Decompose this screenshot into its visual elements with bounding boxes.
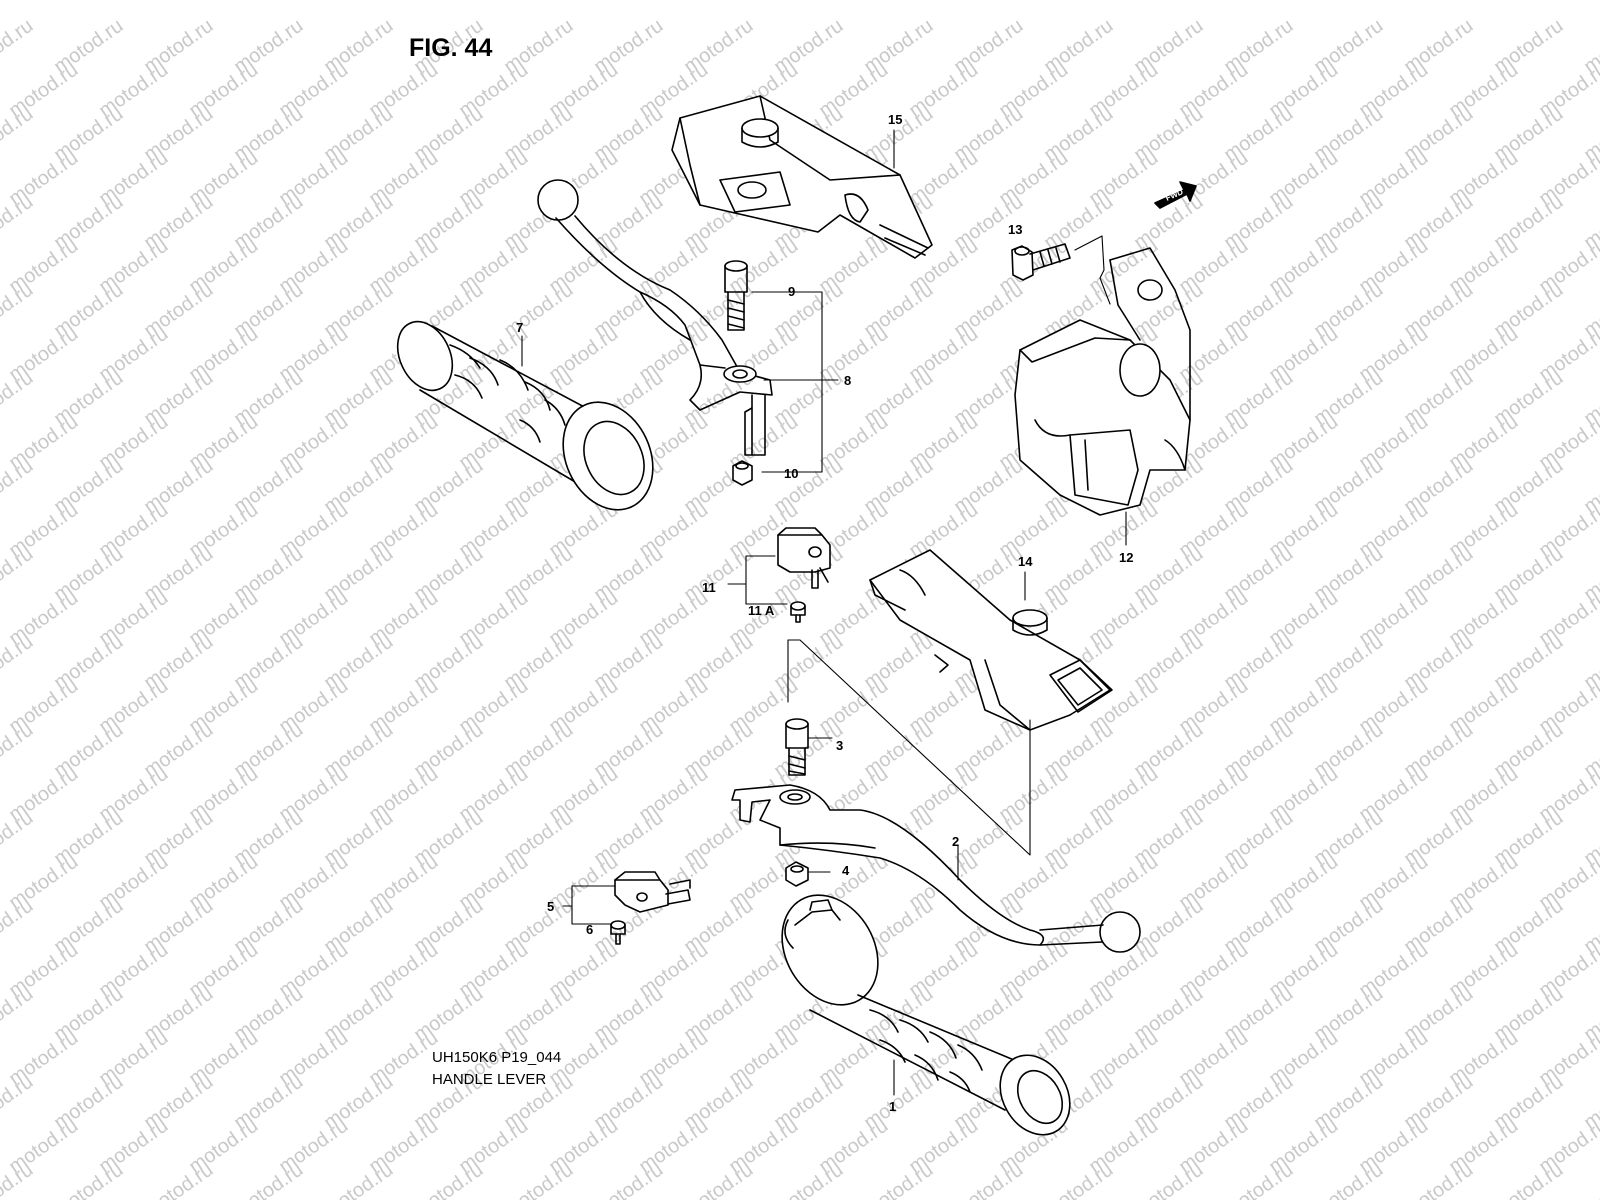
callout-7: 7: [516, 320, 523, 335]
part-3-pivot-bolt: [785, 718, 809, 776]
leader-lines: [521, 129, 1127, 1096]
diagram-name: HANDLE LEVER: [432, 1071, 547, 1088]
part-11a-screw: [790, 601, 806, 623]
diagram-code: UH150K6 P19_044: [432, 1049, 562, 1066]
callout-11: 11: [702, 580, 716, 595]
callout-5: 5: [547, 899, 554, 914]
part-6-screw: [610, 920, 626, 945]
part-11-switch: [777, 527, 831, 589]
part-14-bracket: [869, 549, 1113, 731]
part-8-lever: [537, 179, 773, 456]
callout-8: 8: [844, 373, 851, 388]
callout-2: 2: [952, 834, 959, 849]
part-15-bracket: [671, 95, 933, 259]
callout-10: 10: [784, 466, 798, 481]
callout-14: 14: [1018, 554, 1033, 569]
callout-15: 15: [888, 112, 902, 127]
callout-labels: 15 9 8 10 7 12 13 14 11 11 A 3 4 2 5 6 1: [516, 112, 1133, 1114]
part-13-bolt: [1011, 243, 1071, 281]
callout-12: 12: [1119, 550, 1133, 565]
part-1-grip-right: [781, 894, 1071, 1136]
callout-1: 1: [889, 1099, 896, 1114]
callout-11a: 11 A: [748, 603, 775, 618]
callout-13: 13: [1008, 222, 1022, 237]
callout-3: 3: [836, 738, 843, 753]
callout-9: 9: [788, 284, 795, 299]
figure-title: FIG. 44: [409, 34, 493, 62]
part-10-nut: [732, 460, 753, 486]
fwd-arrow-icon: FWD: [1154, 181, 1197, 209]
callout-6: 6: [586, 922, 593, 937]
callout-4: 4: [842, 863, 850, 878]
part-4-nut: [785, 861, 809, 887]
part-5-switch: [614, 871, 691, 913]
part-7-grip-left: [396, 320, 654, 511]
part-9-pivot-bolt: [724, 260, 748, 331]
part-12-housing: [1014, 247, 1191, 516]
part-2-lever: [731, 784, 1141, 953]
